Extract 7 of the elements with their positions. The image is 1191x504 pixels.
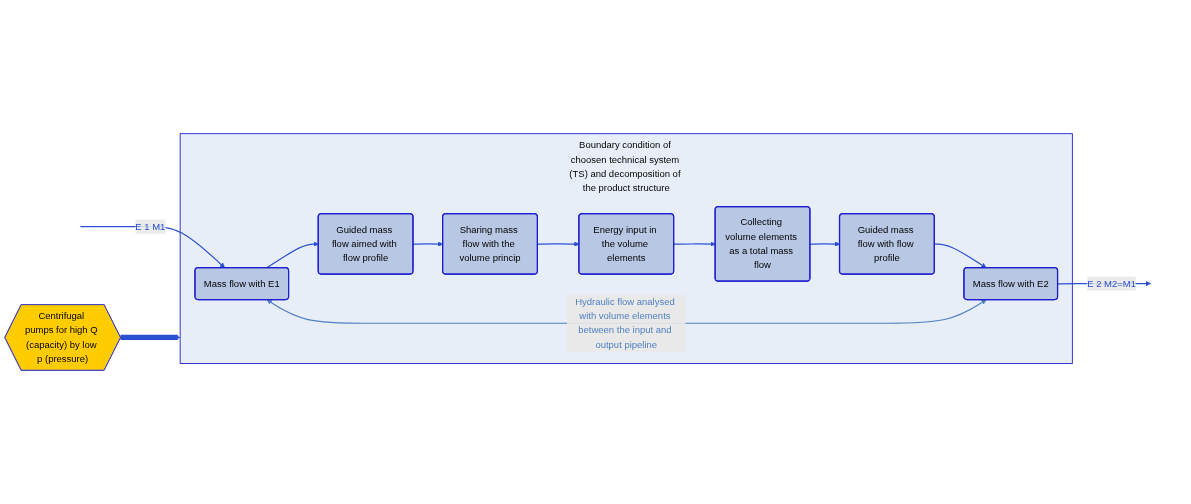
arrow — [266, 241, 319, 269]
edge-label: E 1 M1 — [135, 221, 166, 232]
edge-label: Hydraulic flow analysed with volume elements between the input and output pipeline — [575, 296, 675, 350]
arrow — [120, 334, 181, 341]
arrow — [673, 241, 716, 247]
arrow — [934, 243, 987, 269]
edge-label: E 2 M2=M1 — [1087, 278, 1136, 289]
